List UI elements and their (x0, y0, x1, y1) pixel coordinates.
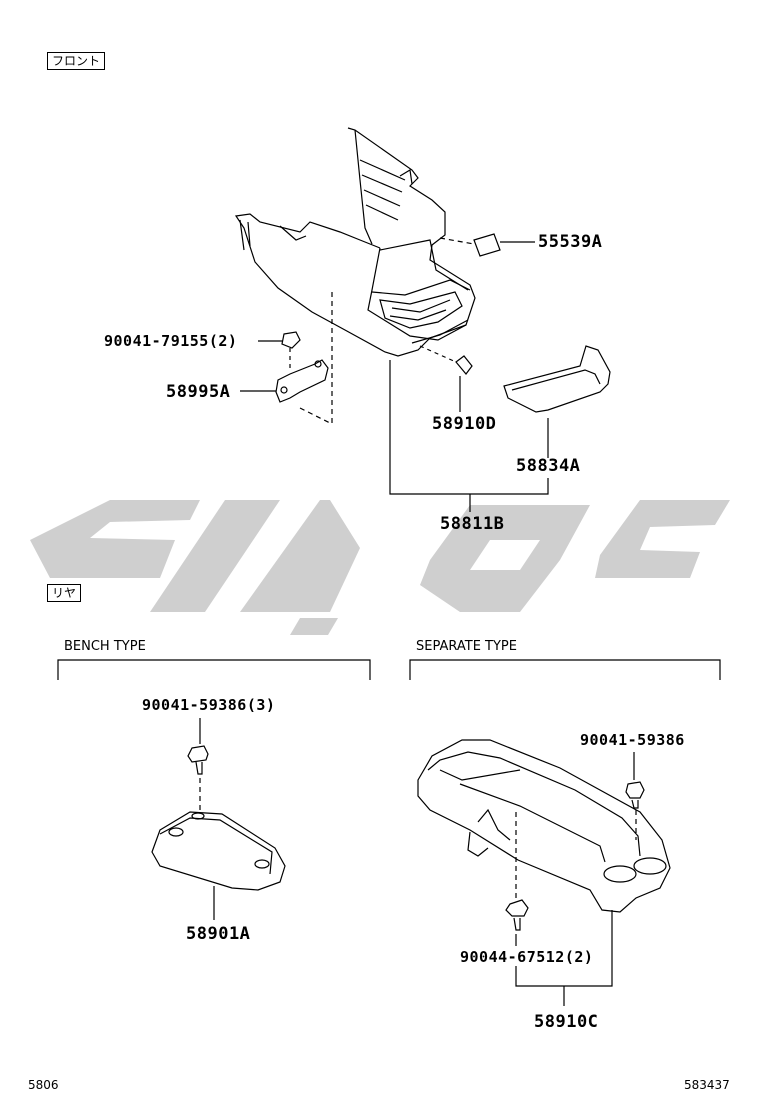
part-label-90044-67512: 90044-67512(2) (460, 948, 594, 966)
front-console-drawing (234, 127, 476, 357)
page-number-left: 5806 (28, 1078, 59, 1092)
part-label-90041-59386: 90041-59386 (580, 731, 685, 749)
part-label-58901A: 58901A (186, 924, 251, 944)
clip-58910D-drawing (419, 345, 473, 412)
page-number-right: 583437 (684, 1078, 730, 1092)
part-label-58910D: 58910D (432, 414, 497, 434)
nut-90041-79155-drawing (258, 331, 301, 370)
part-label-58910C: 58910C (534, 1012, 599, 1032)
separate-drawing (417, 739, 671, 1006)
part-label-55539A: 55539A (538, 232, 603, 252)
tray-58834A-drawing (503, 345, 611, 458)
section-label-front: フロント (47, 52, 106, 70)
part-label-58834A: 58834A (516, 456, 581, 476)
part-label-90041-59386-3: 90041-59386(3) (142, 696, 276, 714)
bench-drawing (151, 718, 286, 920)
bench-type-label: BENCH TYPE (64, 639, 146, 654)
leader-58811B (389, 360, 549, 512)
separate-type-label: SEPARATE TYPE (416, 639, 517, 654)
part-label-58811B: 58811B (440, 514, 505, 534)
bracket-58995A-drawing (240, 292, 333, 425)
section-label-rear: リヤ (47, 584, 82, 602)
part-label-58995A: 58995A (166, 382, 231, 402)
type-brackets (57, 659, 721, 680)
watermark-logo (30, 500, 730, 635)
part-55539A-drawing (439, 233, 535, 257)
part-label-90041-79155: 90041-79155(2) (104, 332, 238, 350)
